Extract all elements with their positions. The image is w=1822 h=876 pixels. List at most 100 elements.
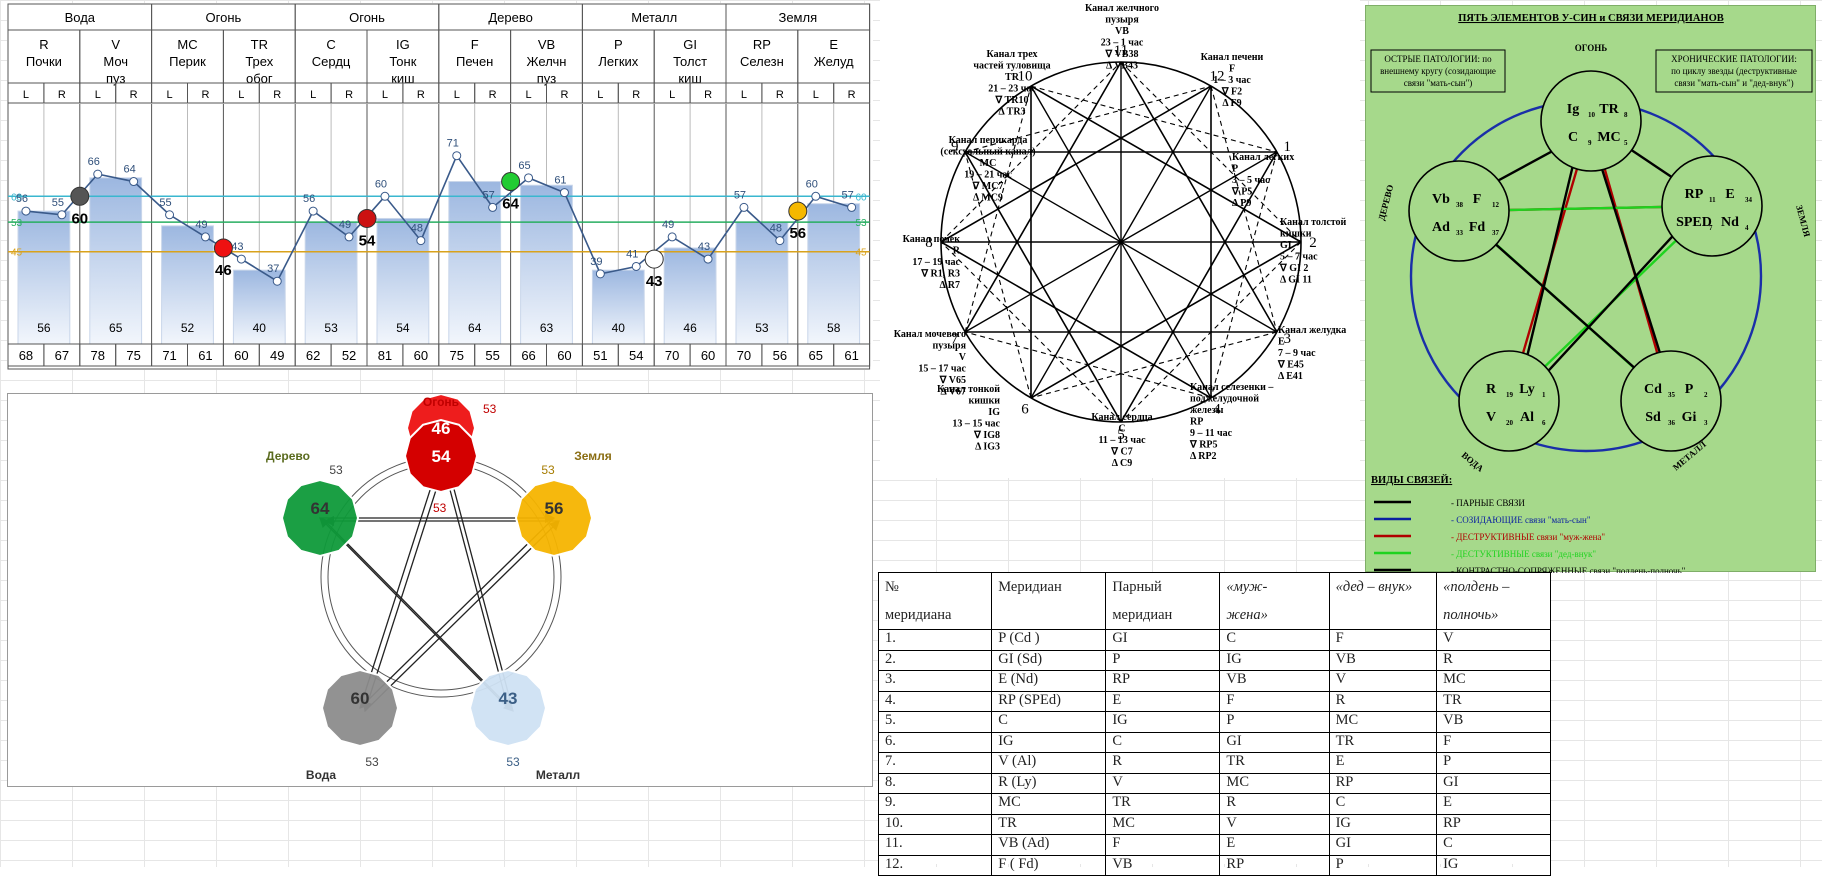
bar-value-label: 54: [396, 321, 410, 335]
clock-label-line: ∇ P5: [1231, 187, 1252, 198]
table-cell: RP: [1105, 670, 1221, 692]
table-cell: E: [1328, 752, 1438, 774]
element-header-label: Огонь: [206, 10, 242, 25]
legend-title: ВИДЫ СВЯЗЕЙ:: [1371, 474, 1452, 486]
clock-label-line: Канал сердца: [1091, 412, 1152, 423]
line-point: [524, 173, 534, 183]
line-point-label: 56: [303, 193, 315, 205]
value-cell-text: 49: [270, 348, 284, 363]
line-point-label: 43: [231, 241, 243, 253]
clock-label-line: пузыря: [1105, 15, 1139, 26]
lr-label: R: [58, 89, 66, 101]
metal-item: Sd: [1645, 410, 1661, 425]
table-header-line: меридиана: [885, 607, 952, 623]
clock-number: 2: [1309, 235, 1317, 251]
table-cell: 1.: [877, 629, 993, 651]
lr-label: L: [669, 89, 675, 101]
five-elements-diagram: ПЯТЬ ЭЛЕМЕНТОВ У-СИН и СВЯЗИ МЕРИДИАНОВО…: [1370, 13, 1813, 576]
clock-label-line: ∇ TR10: [995, 95, 1029, 106]
table-cell: V: [1328, 670, 1438, 692]
table-cell: R: [1328, 690, 1438, 712]
metal-item: Gi: [1682, 410, 1697, 425]
table-cell: TR: [1219, 752, 1330, 774]
metal-item-index: 35: [1668, 391, 1676, 399]
table-header-line: №: [885, 579, 899, 595]
line-point: [416, 236, 426, 246]
value-cell-text: 75: [126, 348, 140, 363]
clock-label-line: 23 – 1 час: [1101, 38, 1144, 49]
table-cell: GI: [1219, 731, 1330, 753]
element-name: Вода: [306, 768, 336, 782]
line-point: [308, 206, 318, 216]
water-item: R: [1486, 382, 1497, 397]
clock-label-line: Канал тонкой: [937, 384, 1000, 395]
line-point-label: 41: [626, 248, 638, 260]
table-cell: TR: [1105, 793, 1221, 815]
table-cell: 4.: [877, 690, 993, 712]
clock-number: 10: [1018, 69, 1033, 85]
lr-label: R: [776, 89, 784, 101]
table-cell: IG: [1105, 711, 1221, 733]
line-point-label: 57: [734, 189, 746, 201]
line-point: [559, 188, 569, 198]
lr-label: R: [417, 89, 425, 101]
lr-label: L: [597, 89, 603, 101]
bar-value-label: 52: [181, 321, 195, 335]
meridian-name: Тонк: [389, 54, 416, 69]
bar-value-label: 40: [612, 321, 626, 335]
clock-label-line: ∇ E45: [1277, 360, 1304, 371]
table-header-line: «полдень –: [1443, 579, 1510, 595]
line-point: [811, 191, 821, 201]
legend-text: - КОНТРАСТНО-СОПРЯЖЕННЫЕ связи "полдень-…: [1451, 566, 1686, 573]
clock-label-line: 13 – 15 час: [952, 419, 1000, 430]
line-point: [775, 236, 785, 246]
table-cell: MC: [1105, 813, 1221, 835]
table-cell: RP (SPEd): [991, 690, 1107, 712]
element-header-label: Вода: [65, 10, 96, 25]
chronic-box-text: связи "мать-сын" и "дед-внук"): [1674, 78, 1793, 88]
fire-item-index: 5: [1624, 139, 1628, 147]
table-cell: F: [1105, 834, 1221, 856]
water-item: Ly: [1519, 382, 1535, 397]
value-cell-text: 65: [809, 348, 823, 363]
star-connection-return: [443, 457, 514, 712]
meridian-bar: [17, 210, 71, 345]
meridian-name: Печен: [456, 54, 493, 69]
clock-number: 3: [1284, 331, 1292, 347]
value-cell-text: 75: [450, 348, 464, 363]
earth-item-index: 34: [1745, 196, 1753, 204]
clock-label-line: ∇ R1, R3: [920, 269, 960, 280]
earth-item: E: [1725, 187, 1734, 202]
line-point: [129, 177, 139, 187]
line-point: [631, 261, 641, 271]
lr-label: R: [560, 89, 568, 101]
lr-label: R: [345, 89, 353, 101]
table-header-line: Меридиан: [998, 579, 1062, 595]
line-point-label: 43: [698, 241, 710, 253]
clock-label-line: ∇ F2: [1221, 87, 1242, 98]
star-connection-return: [324, 520, 514, 712]
earth-circle: [1661, 155, 1763, 257]
element-average-dot: [501, 172, 521, 192]
clock-label-line: Δ IG3: [975, 442, 1000, 453]
five-elements-pentagon: 46545353Огонь56436064Земля53Металл53Вода…: [266, 392, 612, 782]
element-average-dot: [644, 249, 664, 269]
clock-label-line: Канал толстой: [1280, 217, 1347, 228]
earth-item-index: 7: [1709, 224, 1713, 232]
meridian-code: MC: [177, 37, 197, 52]
meridian-code: RP: [753, 37, 771, 52]
meridian-code: GI: [683, 37, 697, 52]
fire-label: ОГОНЬ: [1575, 43, 1608, 53]
clock-label-line: IG: [988, 407, 1000, 418]
table-cell: TR: [1328, 731, 1438, 753]
